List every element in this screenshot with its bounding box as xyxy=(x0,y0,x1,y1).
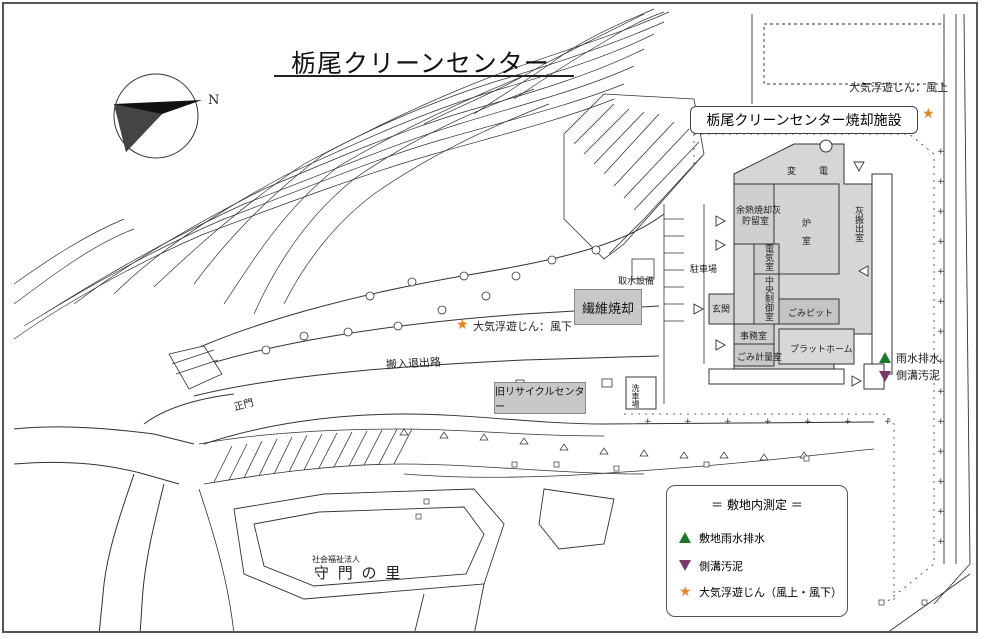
neighbor-buildings xyxy=(233,488,615,631)
dust-downwind-label: 大気浮遊じん：風下 xyxy=(473,320,572,333)
ditch-marker-icon xyxy=(879,371,891,382)
compass-north-label: N xyxy=(208,93,220,108)
svg-text:+: + xyxy=(644,417,652,427)
entrance-triangles xyxy=(693,161,869,387)
building-label-1: 変 xyxy=(787,167,797,177)
legend-item-label: 敷地雨水排水 xyxy=(699,532,765,545)
building-label-6: 貯留室 xyxy=(742,217,770,227)
neighbor-org-name: 守 門 の 里 xyxy=(314,564,403,582)
svg-text:+: + xyxy=(937,327,945,337)
svg-text:+: + xyxy=(844,417,852,427)
building-label-2: 電 xyxy=(819,167,829,177)
svg-text:+: + xyxy=(937,147,945,157)
svg-text:+: + xyxy=(937,387,945,397)
parking-label: 駐車場 xyxy=(690,265,718,275)
culvert-marks xyxy=(399,428,809,461)
svg-text:+: + xyxy=(937,417,945,427)
legend-title: ＝ 敷地内測定 ＝ xyxy=(711,498,803,512)
rainwater-marker-icon xyxy=(879,352,891,363)
fiber-burn-building: 繊維焼却 xyxy=(574,289,642,325)
measurement-legend: ＝ 敷地内測定 ＝ 敷地雨水排水 側溝汚泥 ★ 大気浮遊じん（風上・風下） xyxy=(666,485,848,617)
fence-crosses: + + + + + + + + + + + + + + + + + + + + + xyxy=(644,147,945,547)
svg-text:+: + xyxy=(764,417,772,427)
building-label-5: 余熱焼却灰 xyxy=(736,206,782,216)
svg-text:+: + xyxy=(724,417,732,427)
svg-text:+: + xyxy=(937,507,945,517)
parking-stalls xyxy=(663,204,705,404)
legend-item-dust: ★ 大気浮遊じん（風上・風下） xyxy=(679,584,842,600)
svg-text:+: + xyxy=(937,477,945,487)
map-title: 栃尾クリーンセンター xyxy=(291,49,550,78)
building-label-7: 灰搬出室 xyxy=(853,206,863,242)
facility-label-box: 栃尾クリーンセンター焼却施設 xyxy=(690,106,918,134)
left-structures xyxy=(168,258,655,390)
right-boundary xyxy=(751,13,971,631)
svg-text:+: + xyxy=(937,537,945,547)
legend-item-label: 側溝汚泥 xyxy=(699,560,743,573)
svg-text:+: + xyxy=(937,207,945,217)
orange-star-icon: ★ xyxy=(679,584,692,600)
upwind-star-icon: ★ xyxy=(922,106,935,122)
compass-rose xyxy=(113,73,202,159)
downwind-star-icon: ★ xyxy=(456,317,469,333)
dust-upwind-label: 大気浮遊じん：風上 xyxy=(849,81,948,94)
legend-item-label: 大気浮遊じん（風上・風下） xyxy=(699,586,842,599)
legend-item-ditch: 側溝汚泥 xyxy=(679,558,743,574)
building-label-9: 中央制御室 xyxy=(763,276,773,321)
building-label-12: プラットホーム xyxy=(790,345,853,355)
building-label-14: ごみ計量室 xyxy=(737,353,783,363)
svg-text:+: + xyxy=(804,417,812,427)
access-road-label: 搬入退出路 xyxy=(385,355,442,372)
old-recycle-building: 旧リサイクルセンター xyxy=(494,382,586,414)
water-intake-label: 取水設備 xyxy=(618,277,655,287)
compound-fence xyxy=(624,133,935,605)
building-label-13: 玄関 xyxy=(712,305,731,315)
neighbor-org-small: 社会福祉法人 xyxy=(312,555,360,564)
site-map-drawing: + + + + + + + + + + + + + + + + + + + + + xyxy=(13,8,971,631)
fiber-burn-label: 繊維焼却 xyxy=(581,301,634,317)
rainwater-label: 雨水排水 xyxy=(896,352,940,365)
svg-text:+: + xyxy=(937,177,945,187)
building-label-3: 炉 xyxy=(802,219,812,229)
building-label-15: 洗車場 xyxy=(631,384,640,408)
facility-building xyxy=(625,139,893,410)
purple-triangle-icon xyxy=(679,559,691,573)
svg-text:+: + xyxy=(937,357,945,367)
svg-text:+: + xyxy=(937,267,945,277)
building-label-8: 電気室 xyxy=(763,244,773,271)
svg-text:+: + xyxy=(937,297,945,307)
svg-text:+: + xyxy=(884,417,892,427)
contour-lines xyxy=(13,8,670,340)
facility-label: 栃尾クリーンセンター焼却施設 xyxy=(706,113,902,129)
svg-text:+: + xyxy=(937,237,945,247)
ditch-label: 側溝汚泥 xyxy=(896,369,940,382)
building-label-10: ごみピット xyxy=(788,309,834,319)
post-marks xyxy=(415,455,928,606)
tree-markers xyxy=(261,245,601,355)
map-frame: + + + + + + + + + + + + + + + + + + + + + xyxy=(2,2,978,633)
building-label-11: 事務室 xyxy=(740,332,768,342)
svg-text:+: + xyxy=(937,447,945,457)
building-label-4: 室 xyxy=(802,237,812,247)
hatched-lot xyxy=(563,93,705,260)
legend-item-rain: 敷地雨水排水 xyxy=(679,530,765,546)
old-recycle-label: 旧リサイクルセンター xyxy=(495,387,585,413)
green-triangle-icon xyxy=(679,531,691,545)
title-underline xyxy=(274,75,574,77)
svg-text:+: + xyxy=(684,417,692,427)
